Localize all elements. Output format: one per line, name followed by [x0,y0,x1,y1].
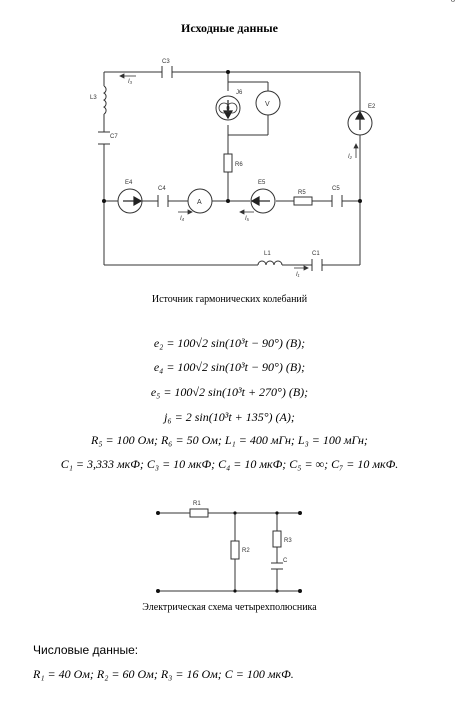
circuit1-caption: Источник гармонических колебаний [151,294,308,305]
numeric-values: R₁ = 40 Ом; R₂ = 60 Ом; R₃ = 16 Ом; C = … [33,667,294,681]
label-l1: L1 [264,251,271,257]
label-a: A [197,199,202,206]
label-c5: C5 [332,186,340,192]
label-e5: E5 [258,180,266,186]
label-r3: R3 [284,538,292,544]
label-e2: E2 [368,104,376,110]
label-v: V [265,101,270,108]
label-l3: L3 [90,95,97,101]
label-i3: I₃ [128,79,133,85]
label-r5: R5 [298,190,306,196]
equation-e4: e₄ = 100√2 sin(10³t − 90°) (В); [153,360,306,374]
label-r1: R1 [193,501,201,507]
label-c7: C7 [110,134,118,140]
label-j6: J6 [236,90,243,96]
equation-e2: e₂ = 100√2 sin(10³t − 90°) (В); [153,336,306,350]
circuit2-caption: Электрическая схема четырехполюсника [142,602,317,613]
numeric-data-heading: Числовые данные: [33,643,139,657]
label-r2: R2 [242,548,250,554]
label-i4: I₄ [180,216,185,222]
equation-e5: e₅ = 100√2 sin(10³t + 270°) (В); [150,385,309,399]
equation-j6: j₆ = 2 sin(10³t + 135°) (А); [164,410,295,424]
label-i5: I₅ [245,216,250,222]
equation-resistances: R₅ = 100 Ом; R₆ = 50 Ом; L₁ = 400 мГн; L… [91,433,368,447]
page-title: Исходные данные [181,21,278,35]
label-c3: C3 [162,59,170,65]
harmonic-source-circuit: C3 L3 C7 J6 V R6 E2 E4 C4 A E5 R5 C5 L1 … [90,59,376,278]
label-i2: I₂ [348,154,353,160]
label-i1: I₁ [296,272,300,278]
label-c4: C4 [158,186,166,192]
label-c: C [283,558,288,564]
label-r6: R6 [235,162,243,168]
label-e4: E4 [125,180,133,186]
label-c1: C1 [312,251,320,257]
equation-capacitances: C₁ = 3,333 мкФ; C₃ = 10 мкФ; C₄ = 10 мкФ… [60,457,399,471]
page-number: 6 [451,0,456,4]
